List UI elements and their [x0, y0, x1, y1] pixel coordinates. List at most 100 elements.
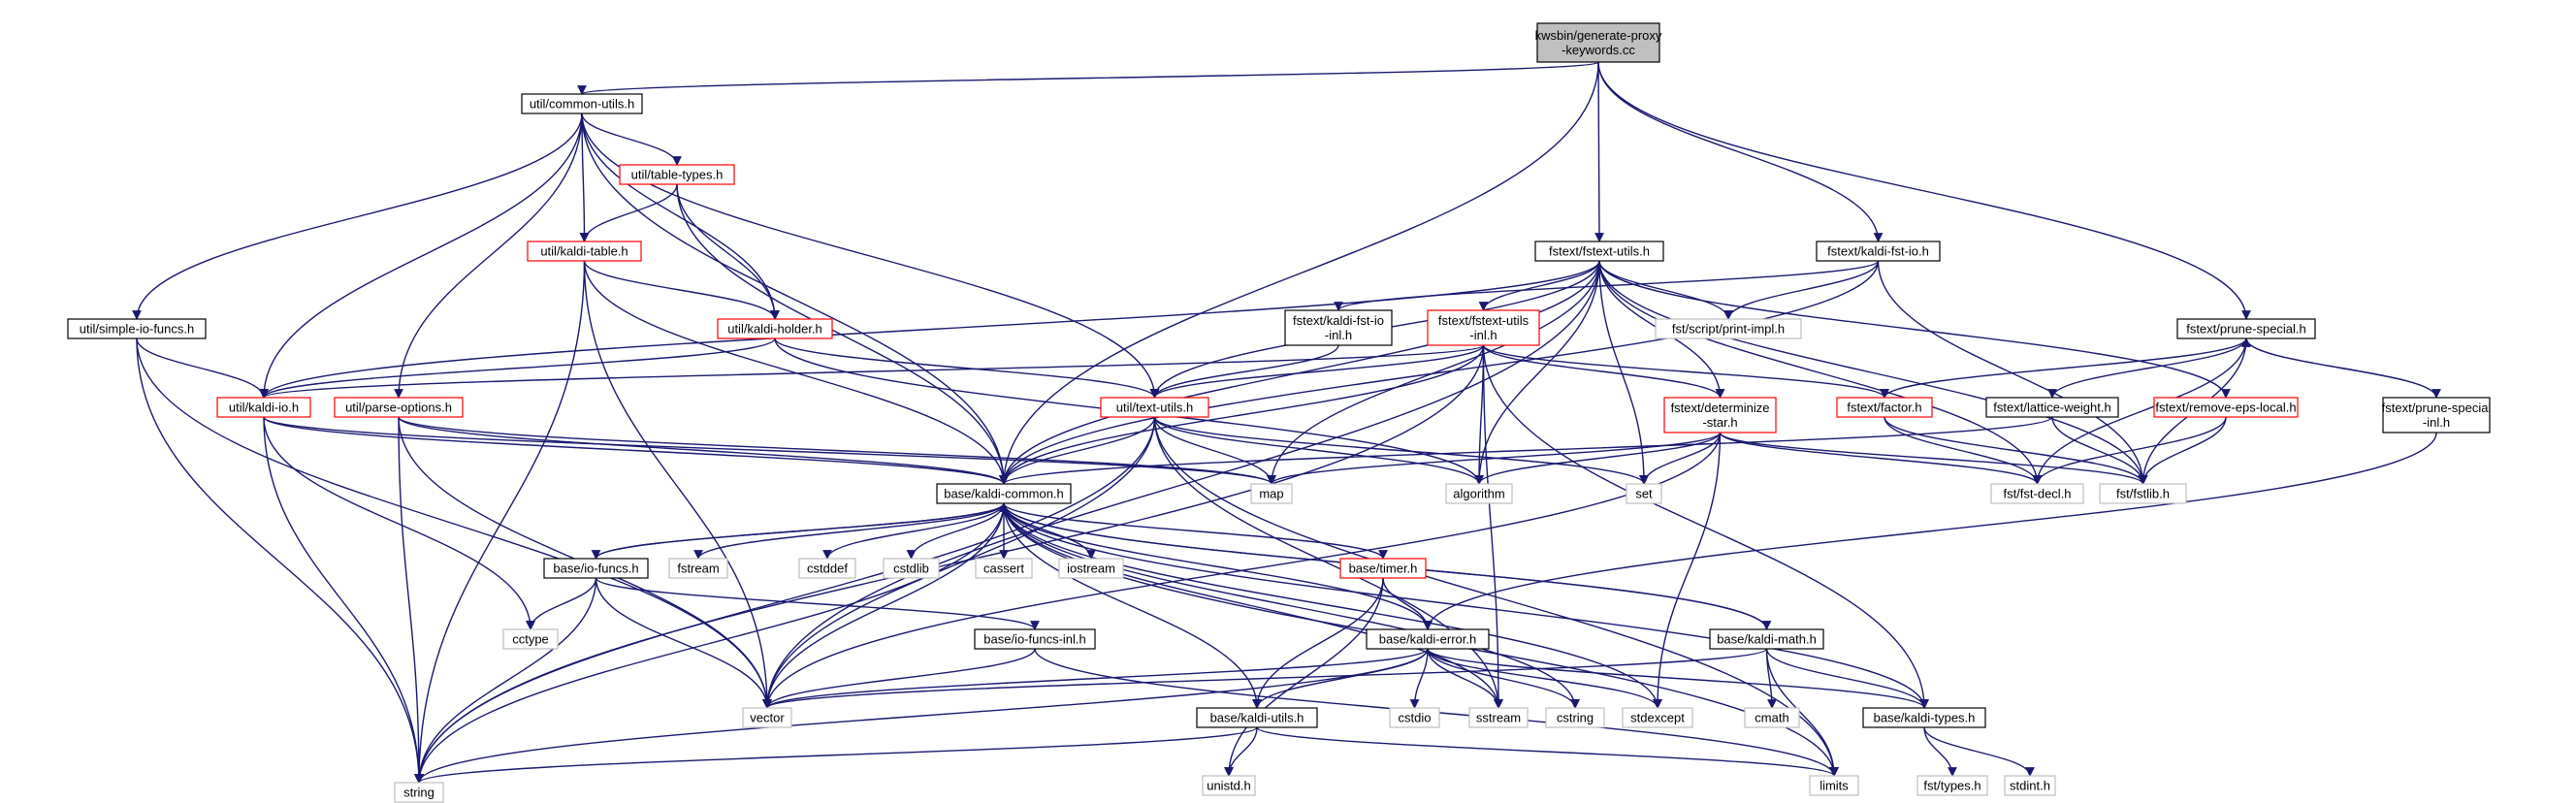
node-box — [1622, 707, 1693, 728]
edge-kaldi-common-to-kaldi-utils — [1003, 502, 1262, 709]
node-kaldi-fst-io-inl[interactable]: fstext/kaldi-fst-io-inl.h — [1284, 309, 1393, 346]
node-fstream: fstream — [668, 558, 728, 579]
node-box — [502, 628, 559, 650]
node-kaldi-error[interactable]: base/kaldi-error.h — [1366, 628, 1490, 650]
node-lattice-weight[interactable]: fstext/lattice-weight.h — [1985, 397, 2119, 418]
node-label-line: base/kaldi-error.h — [1379, 632, 1476, 647]
edge-simple-io-funcs-to-vector — [136, 337, 772, 709]
edge-kaldi-fst-io-inl-to-text-utils — [1149, 344, 1339, 399]
node-label-line: -inl.h — [1325, 328, 1352, 342]
node-map: map — [1250, 483, 1293, 504]
node-io-funcs-inl[interactable]: base/io-funcs-inl.h — [974, 628, 1096, 650]
node-box — [974, 628, 1096, 650]
node-label-line: fstext/prune-special — [2382, 401, 2492, 415]
edge-io-funcs-to-kaldi-common — [595, 502, 1009, 560]
edge-kaldi-holder-to-kaldi-io — [259, 337, 776, 399]
node-cstring: cstring — [1545, 707, 1605, 728]
edge-fstext-utils-to-kaldi-io — [259, 260, 1600, 399]
node-text-utils[interactable]: util/text-utils.h — [1100, 397, 1209, 418]
node-box — [1202, 775, 1256, 796]
edge-common-utils-to-kaldi-io — [259, 112, 583, 399]
node-determinize-star[interactable]: fstext/determinize-star.h — [1663, 397, 1777, 434]
node-box — [1445, 483, 1513, 504]
node-label-line: cstddef — [807, 562, 848, 576]
node-box — [1916, 775, 1988, 796]
node-simple-io-funcs[interactable]: util/simple-io-funcs.h — [67, 318, 207, 339]
edge-kaldi-error-to-cstring — [1427, 648, 1580, 709]
edge-timer-to-kaldi-utils — [1252, 577, 1384, 709]
node-remove-eps-local[interactable]: fstext/remove-eps-local.h — [2153, 397, 2299, 418]
node-prune-special-inl[interactable]: fstext/prune-special-inl.h — [2382, 397, 2492, 434]
node-box — [717, 318, 833, 339]
edge-kaldi-math-to-vector — [762, 648, 1768, 709]
node-kaldi-math[interactable]: base/kaldi-math.h — [1709, 628, 1824, 650]
node-fstext-utils[interactable]: fstext/fstext-utils.h — [1534, 241, 1664, 262]
edge-root-to-prune-special — [1597, 61, 2251, 320]
node-box — [334, 397, 464, 418]
node-kaldi-table[interactable]: util/kaldi-table.h — [527, 241, 642, 262]
edge-io-funcs-to-io-funcs-inl — [595, 577, 1040, 630]
node-label-line: fstext/factor.h — [1847, 401, 1921, 415]
node-kaldi-io[interactable]: util/kaldi-io.h — [216, 397, 311, 418]
node-factor[interactable]: fstext/factor.h — [1836, 397, 1933, 418]
node-label-line: util/common-utils.h — [530, 97, 634, 112]
node-label-line: base/kaldi-utils.h — [1210, 711, 1304, 725]
edge-determinize-star-to-vector — [762, 432, 1722, 709]
edge-kaldi-common-to-sstream — [1003, 502, 1503, 709]
node-label-line: base/kaldi-types.h — [1874, 711, 1976, 725]
node-stdexcept: stdexcept — [1622, 707, 1693, 728]
node-kaldi-types[interactable]: base/kaldi-types.h — [1862, 707, 1986, 728]
edge-io-funcs-to-string — [414, 577, 597, 784]
edge-kaldi-math-to-kaldi-types — [1765, 648, 1929, 709]
node-label-line: map — [1259, 487, 1283, 501]
node-label-line: util/simple-io-funcs.h — [80, 322, 195, 337]
node-box — [2382, 397, 2491, 434]
node-box — [1427, 309, 1540, 346]
node-label-line: cstdio — [1399, 711, 1432, 725]
edge-fstext-utils-inl-to-kaldi-types — [1482, 344, 1929, 709]
node-fstext-utils-inl[interactable]: fstext/fstext-utils-inl.h — [1427, 309, 1540, 346]
node-box — [1744, 707, 1800, 728]
edge-table-types-to-kaldi-holder — [676, 183, 780, 320]
node-box — [619, 164, 735, 185]
node-table-types[interactable]: util/table-types.h — [619, 164, 735, 185]
edge-root-to-common-utils — [577, 61, 1599, 95]
edge-kaldi-io-to-map — [263, 416, 1276, 485]
edge-fstext-utils-to-fst-decl — [1598, 260, 2043, 485]
edge-prune-special-inl-to-kaldi-error — [1423, 432, 2437, 630]
edge-remove-eps-local-to-fst-decl — [2032, 416, 2227, 485]
edge-text-utils-to-set — [1153, 416, 1649, 485]
edge-remove-eps-local-to-fstlib — [2138, 416, 2227, 485]
node-kaldi-holder[interactable]: util/kaldi-holder.h — [717, 318, 833, 339]
node-box — [1366, 628, 1490, 650]
edge-simple-io-funcs-to-kaldi-io — [136, 337, 269, 399]
edge-simple-io-funcs-to-string — [136, 337, 424, 784]
node-fst-types: fst/types.h — [1916, 775, 1988, 796]
node-io-funcs[interactable]: base/io-funcs.h — [543, 558, 649, 579]
node-cstddef: cstddef — [798, 558, 856, 579]
node-box — [1862, 707, 1986, 728]
edge-kaldi-utils-to-limits — [1256, 726, 1839, 777]
node-kaldi-fst-io[interactable]: fstext/kaldi-fst-io.h — [1816, 241, 1941, 262]
node-kaldi-utils[interactable]: base/kaldi-utils.h — [1196, 707, 1318, 728]
node-label-line: vector — [750, 711, 785, 725]
edge-kaldi-common-to-timer — [1003, 502, 1388, 560]
node-limits: limits — [1809, 775, 1859, 796]
edge-root-to-kaldi-fst-io — [1597, 61, 1884, 242]
node-label-line: base/io-funcs-inl.h — [983, 632, 1086, 647]
node-parse-options[interactable]: util/parse-options.h — [334, 397, 464, 418]
node-label-line: algorithm — [1453, 487, 1504, 501]
node-prune-special[interactable]: fstext/prune-special.h — [2176, 318, 2316, 339]
node-label-line: fstext/lattice-weight.h — [1993, 401, 2110, 415]
node-algorithm: algorithm — [1445, 483, 1513, 504]
edge-determinize-star-to-set — [1639, 432, 1722, 485]
node-label-line: base/timer.h — [1349, 562, 1418, 576]
edge-kaldi-io-to-string — [263, 416, 424, 784]
node-box — [1196, 707, 1318, 728]
node-label-line: fst/script/print-impl.h — [1672, 322, 1785, 337]
edge-kaldi-fst-io-to-print-impl — [1723, 260, 1880, 320]
node-common-utils[interactable]: util/common-utils.h — [521, 93, 643, 114]
node-label-line: fstext/prune-special.h — [2186, 322, 2306, 337]
node-kaldi-common[interactable]: base/kaldi-common.h — [936, 483, 1072, 504]
node-timer[interactable]: base/timer.h — [1339, 558, 1427, 579]
